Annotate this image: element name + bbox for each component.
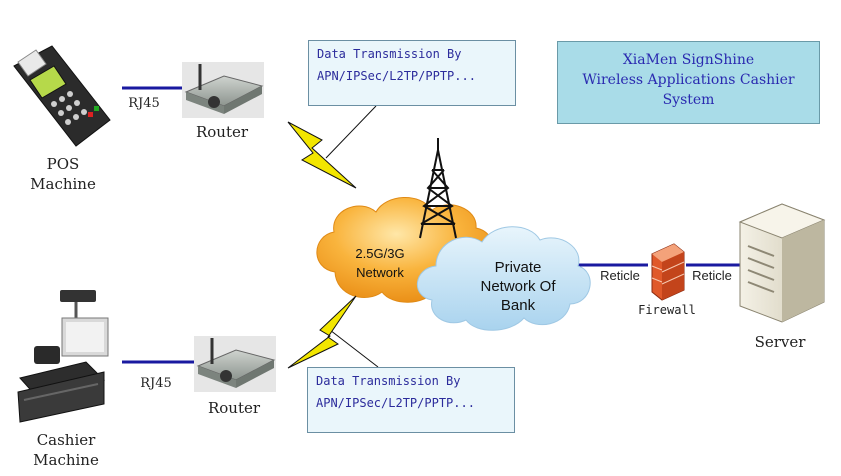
rj45-top-label: RJ45 [128,96,160,111]
note-bottom-line-2: APN/IPSec/L2TP/PPTP... [316,396,475,410]
bank-cloud [416,226,591,331]
title-line-1: XiaMen SignShine [622,52,755,68]
cashier-label-line-2: Machine [33,451,99,469]
cellular-cloud-line-1: 2.5G/3G [355,246,405,261]
server-icon [738,203,826,323]
lightning-icon-bottom [287,295,357,369]
bank-cloud-line-3: Bank [500,297,536,314]
note-bottom-line-1: Data Transmission By [316,374,461,388]
firewall-icon [651,243,685,301]
server-label: Server [754,333,806,351]
cash-register-icon [17,290,109,423]
title-line-3: System [662,92,715,108]
rj45-bottom-label: RJ45 [140,376,172,391]
bank-cloud-line-2: Network Of [480,278,556,295]
note-top-line-2: APN/IPSec/L2TP/PPTP... [317,69,476,83]
note-bottom: Data Transmission By APN/IPSec/L2TP/PPTP… [307,367,515,433]
pos-terminal-icon [13,45,111,147]
title-line-2: Wireless Applications Cashier [582,72,795,88]
note-top: Data Transmission By APN/IPSec/L2TP/PPTP… [308,40,516,106]
reticle-left-label: Reticle [600,268,640,283]
title-box: XiaMen SignShine Wireless Applications C… [557,41,820,124]
bank-cloud-line-1: Private [494,259,542,276]
pos-label-line-2: Machine [30,175,96,193]
pos-label-line-1: POS [46,155,80,173]
router-icon-bottom [194,336,276,392]
cellular-cloud-label: 2.5G/3G Network [340,244,420,282]
cashier-label: Cashier Machine [14,430,118,470]
router-top-label: Router [195,123,249,141]
lightning-icon-top [287,121,357,189]
bank-cloud-label: Private Network Of Bank [462,258,574,315]
links [122,86,742,364]
cashier-label-line-1: Cashier [36,431,96,449]
note-top-line-1: Data Transmission By [317,47,462,61]
pos-label: POS Machine [20,154,106,194]
router-bottom-label: Router [207,399,261,417]
cell-tower-icon [419,138,457,239]
callout-lines [325,105,379,368]
firewall-label: Firewall [638,303,696,317]
reticle-right-label: Reticle [692,268,732,283]
router-icon-top [182,62,264,118]
cellular-cloud-line-2: Network [356,265,404,280]
